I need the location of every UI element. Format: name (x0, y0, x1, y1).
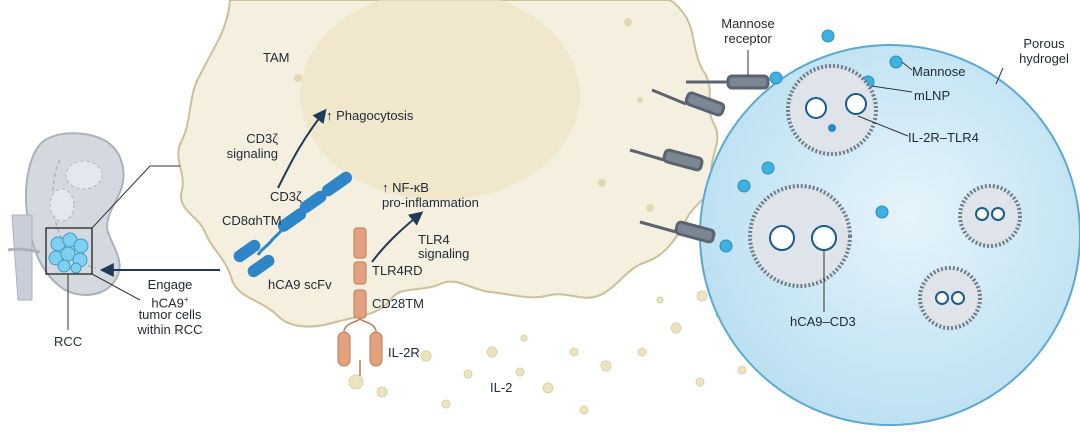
tlr4-signaling-line2: signaling (418, 246, 470, 261)
cd3z-signaling-line1: CD3ζ (246, 131, 278, 146)
tam-nucleus (300, 0, 580, 200)
mlnp-label: mLNP (914, 88, 951, 103)
il2-label: IL-2 (490, 380, 513, 395)
hca9-cd3-label: hCA9–CD3 (790, 314, 856, 329)
vesicle (646, 204, 654, 212)
vesicle (624, 18, 632, 26)
mannose-receptors (629, 74, 770, 244)
nfkb-line2: pro-inflammation (382, 195, 479, 210)
cd3z-signaling-arrow (277, 108, 327, 189)
hca9-scfv-label: hCA9 scFv (268, 277, 332, 292)
mannose-receptor-line1: Mannose (721, 16, 775, 31)
il2r-tlr4-label: IL-2R–TLR4 (908, 130, 979, 145)
engage-line2: hCA9+ (120, 292, 220, 310)
phagocytosis-label: ↑ Phagocytosis (326, 108, 414, 123)
cd3z-signaling-line2: signaling (226, 146, 278, 161)
cd28tm-label: CD28TM (372, 296, 425, 311)
tlr4-signaling-arrow (371, 211, 424, 263)
kidney (7, 132, 125, 301)
nfkb-line1: ↑ NF-κB (382, 180, 429, 195)
mlnp-small (918, 184, 1022, 330)
cd3z-label: CD3ζ (270, 189, 302, 204)
il2r-tlr4-leader (857, 115, 909, 137)
mannose-receptor-line2: receptor (724, 31, 772, 46)
engage-line3: tumor cells (138, 307, 202, 322)
engage-line2-sup: + (183, 295, 189, 304)
mannose-dots (719, 29, 903, 253)
rcc-label: RCC (54, 334, 83, 349)
vesicle (637, 97, 643, 103)
mannose-leader (901, 61, 913, 71)
il2r-linker (343, 317, 377, 333)
engage-line2-text: hCA9 (151, 295, 184, 311)
hydrogel-leader (995, 67, 1004, 85)
cd8-tm-label: CD8αhTM (222, 213, 282, 228)
mlnp-large-2 (748, 184, 852, 288)
mannose-label: Mannose (912, 64, 966, 79)
callout-line (91, 165, 180, 229)
tumor-box (45, 227, 93, 275)
vesicle (598, 179, 606, 187)
tumor-cells (48, 232, 89, 274)
engage-line1: Engage (147, 277, 193, 292)
porous-hydrogel-line1: Porous (1023, 36, 1065, 51)
mlnp-large (786, 64, 878, 156)
tlr4-signaling-line1: TLR4 (418, 232, 450, 247)
callout-line (91, 273, 141, 301)
car-receptor (233, 171, 353, 278)
il2r-label: IL-2R (388, 345, 420, 360)
mlnp-leader (871, 85, 913, 93)
vesicle (294, 74, 302, 82)
tam-label: TAM (263, 50, 290, 65)
porous-hydrogel-line2: hydrogel (1019, 51, 1069, 66)
engage-line4: within RCC (137, 322, 203, 337)
tlr4rd-label: TLR4RD (372, 263, 423, 278)
